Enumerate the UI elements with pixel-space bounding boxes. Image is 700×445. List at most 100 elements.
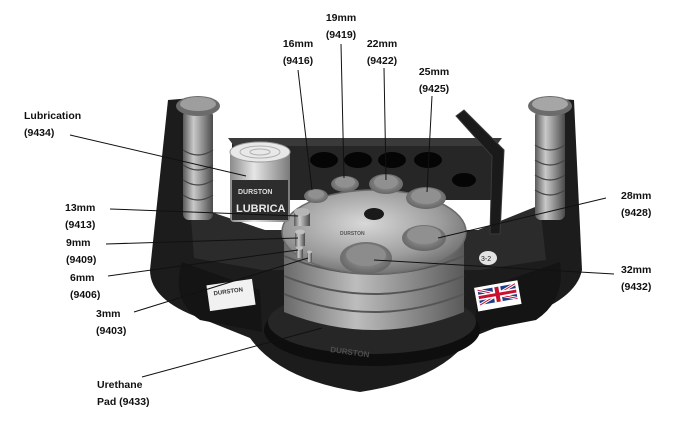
label-13mm: 13mm (9413) — [65, 200, 95, 234]
hex-key — [455, 109, 505, 235]
jar-brand-text: DURSTON — [238, 189, 272, 196]
label-22mm: 22mm (9422) — [356, 36, 408, 70]
back-hole — [452, 173, 476, 187]
label-22mm-code: (9422) — [366, 55, 398, 67]
label-25mm-code: (9425) — [418, 83, 450, 95]
label-32mm-size: 32mm — [621, 264, 652, 276]
punch-16mm-face — [308, 189, 324, 199]
disc-groove — [283, 275, 465, 295]
label-19mm-code: (9419) — [325, 29, 357, 41]
left-post-grip — [182, 149, 214, 201]
label-19mm: 19mm (9419) — [315, 10, 367, 44]
disc-groove — [283, 293, 465, 313]
right-post-cap-top — [532, 97, 568, 111]
leader-32mm — [373, 259, 615, 275]
lubrication-jar: DURSTON LUBRICA — [229, 141, 291, 222]
label-6mm-size: 6mm — [70, 272, 95, 284]
leader-22mm — [383, 67, 387, 181]
right-handle-post — [528, 96, 572, 220]
label-lubrication-code: (9434) — [24, 127, 55, 139]
label-32mm: 32mm (9432) — [621, 262, 651, 296]
label-3mm: 3mm (9403) — [96, 306, 126, 340]
leader-6mm — [107, 249, 299, 277]
punch-25mm-face — [411, 188, 441, 204]
label-6mm-code: (9406) — [70, 289, 101, 301]
block-number-sticker — [479, 251, 497, 265]
label-3mm-size: 3mm — [96, 308, 121, 320]
leader-lines — [69, 43, 615, 378]
back-hole — [344, 152, 372, 168]
front-sticker-brand: DURSTON — [213, 287, 243, 297]
punch-22mm — [369, 174, 403, 194]
label-urethane-name: Urethane — [97, 379, 143, 391]
punch-28mm-face — [407, 226, 441, 244]
jar-lid-ring — [239, 145, 281, 159]
leader-lubrication — [69, 134, 247, 177]
plate-text: DURSTON — [340, 231, 365, 237]
label-lubrication: Lubrication (9434) — [24, 108, 81, 142]
label-28mm: 28mm (9428) — [621, 188, 651, 222]
punch-32mm-face — [346, 244, 386, 266]
back-hole — [378, 152, 406, 168]
punch-6mm — [296, 246, 303, 258]
right-post-grip — [534, 144, 566, 196]
punch-16mm — [304, 189, 328, 203]
punch-32mm — [340, 242, 392, 274]
punch-13mm — [294, 208, 310, 226]
label-lubrication-name: Lubrication — [24, 110, 82, 122]
left-post-cap-top — [180, 97, 216, 111]
label-9mm: 9mm (9409) — [66, 235, 96, 269]
back-hole — [414, 152, 442, 168]
punch-3mm — [307, 250, 312, 262]
leader-9mm — [105, 237, 299, 245]
jar-label — [232, 180, 288, 220]
label-3mm-code: (9403) — [96, 325, 127, 337]
label-9mm-size: 9mm — [66, 237, 91, 249]
punch-9mm-top — [295, 229, 305, 235]
block-number-text: 3-2 — [481, 256, 491, 263]
punch-13mm-top — [294, 208, 310, 216]
punch-3mm-top — [307, 250, 312, 254]
label-16mm-size: 16mm — [282, 38, 314, 50]
front-info-sticker — [206, 278, 256, 312]
label-19mm-size: 19mm — [325, 12, 357, 24]
leader-19mm — [340, 43, 345, 179]
back-panel-top — [228, 138, 502, 146]
label-urethane-pad: Urethane Pad (9433) — [97, 377, 150, 411]
jar-lid — [229, 141, 291, 163]
union-flag-sticker — [474, 280, 522, 312]
punch-28mm — [402, 225, 446, 251]
flag-cross-red — [478, 289, 517, 300]
label-16mm-code: (9416) — [282, 55, 314, 67]
jar-lid-ring — [249, 148, 271, 156]
label-6mm: 6mm (9406) — [70, 270, 100, 304]
punch-22mm-face — [374, 175, 398, 189]
punch-25mm — [406, 187, 446, 209]
label-25mm-size: 25mm — [418, 66, 450, 78]
leader-16mm — [297, 69, 313, 191]
leader-13mm — [109, 208, 299, 217]
label-16mm: 16mm (9416) — [272, 36, 324, 70]
label-urethane-code: Pad (9433) — [97, 396, 150, 408]
punch-19mm — [331, 176, 359, 192]
leader-25mm — [426, 95, 433, 193]
center-hex-hole — [364, 208, 384, 220]
punch-6mm-top — [296, 246, 303, 250]
back-hole — [310, 152, 338, 168]
label-13mm-size: 13mm — [65, 202, 96, 214]
label-13mm-code: (9413) — [65, 219, 96, 231]
label-32mm-code: (9432) — [621, 281, 652, 293]
punch-19mm-face — [335, 176, 355, 188]
leader-urethane — [141, 327, 323, 378]
leader-3mm — [133, 257, 309, 313]
leader-28mm — [437, 197, 607, 239]
label-9mm-code: (9409) — [66, 254, 97, 266]
label-22mm-size: 22mm — [366, 38, 398, 50]
dapping-block: DURSTON — [281, 189, 467, 330]
punch-9mm-shaft — [295, 232, 305, 246]
punch-3mm-shaft — [307, 252, 312, 262]
label-28mm-code: (9428) — [621, 207, 652, 219]
jar-lubrication-text: LUBRICA — [236, 203, 286, 215]
punch-9mm — [295, 229, 305, 246]
